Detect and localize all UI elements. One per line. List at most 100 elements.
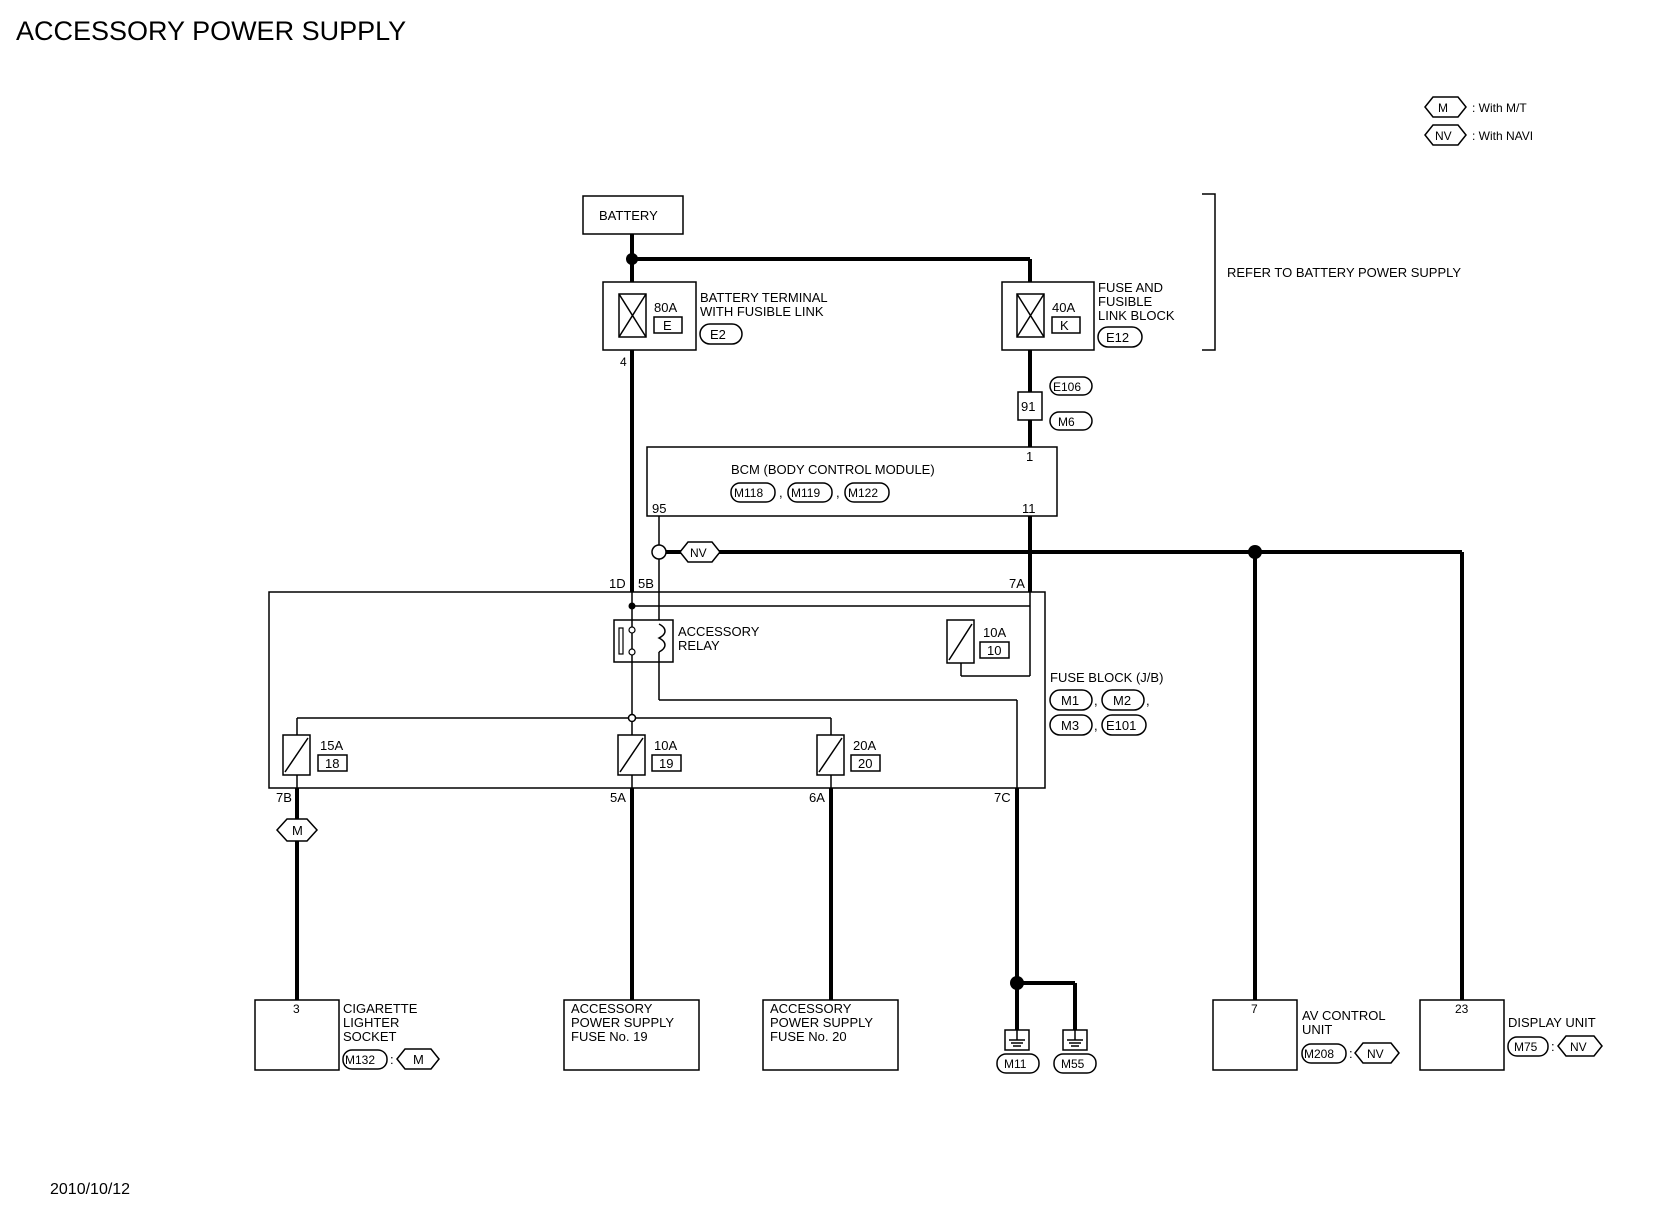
connector-e12: E12 (1106, 330, 1129, 345)
av-control-unit-box (1212, 999, 1298, 1071)
legend: M : With M/T NV : With NAVI (1424, 96, 1533, 146)
fuse-20a-num-box (850, 754, 881, 772)
junction-dot (628, 602, 636, 610)
fusible-link-40a-label2: FUSIBLE (1098, 294, 1153, 309)
power-wires (295, 234, 1464, 1042)
fusible-link-40a-rating: 40A (1052, 300, 1075, 315)
separator: , (1094, 718, 1098, 733)
refer-bracket (1202, 193, 1216, 351)
cigarette-option: M (413, 1052, 424, 1067)
junction-dot (626, 253, 638, 265)
connector-m122-oval (844, 482, 890, 503)
pin-7a: 7A (1009, 576, 1025, 591)
pin-7b: 7B (276, 790, 292, 805)
connector-m1-oval (1049, 689, 1093, 711)
connector-m119: M119 (791, 486, 820, 500)
fuse-10a-19-rating: 10A (654, 738, 677, 753)
cigarette-colon: : (390, 1052, 394, 1067)
separator: , (1146, 693, 1150, 708)
connector-m1: M1 (1061, 693, 1079, 708)
bcm-box (646, 446, 1058, 517)
connector-e106-oval (1049, 376, 1093, 396)
connector-m2: M2 (1113, 693, 1131, 708)
separator: , (779, 485, 783, 500)
display-label: DISPLAY UNIT (1508, 1015, 1596, 1030)
fusible-link-80a: 80A E (602, 281, 697, 351)
bcm-label: BCM (BODY CONTROL MODULE) (731, 462, 935, 477)
connector-m6: M6 (1058, 415, 1075, 429)
fusible-link-80a-label2: WITH FUSIBLE LINK (700, 304, 824, 319)
ground-m55-oval (1053, 1053, 1097, 1074)
av-colon: : (1349, 1046, 1353, 1061)
fusible-link-40a-letter: K (1060, 318, 1069, 333)
connector-e2: E2 (710, 327, 726, 342)
connector-m132: M132 (345, 1053, 375, 1067)
ground-m55-label: M55 (1061, 1057, 1085, 1071)
connector-e106: E106 (1053, 380, 1081, 394)
battery-label: BATTERY (599, 208, 658, 223)
bcm-pin-95: 95 (652, 501, 666, 516)
fuse-15a (282, 734, 311, 776)
av-nv-marker (1354, 1042, 1400, 1064)
junction-dot (1248, 545, 1262, 559)
fuse-10a-top-num-box (979, 641, 1010, 659)
connector-m2-oval (1101, 689, 1145, 711)
acc19-label1: ACCESSORY (571, 1001, 653, 1016)
joint-connector-box (1017, 391, 1043, 421)
legend-nv-code: NV (1435, 129, 1452, 143)
fusible-link-40a-label1: FUSE AND (1098, 280, 1163, 295)
av-label1: AV CONTROL (1302, 1008, 1386, 1023)
fuse-10a-top-num: 10 (987, 643, 1001, 658)
display-unit-box (1419, 999, 1505, 1071)
pin-5b: 5B (638, 576, 654, 591)
legend-m-code: M (1438, 101, 1448, 115)
acc19-label3: FUSE No. 19 (571, 1029, 648, 1044)
connector-m208: M208 (1304, 1047, 1334, 1061)
separator: , (836, 485, 840, 500)
legend-nv-text: : With NAVI (1472, 129, 1533, 143)
acc19-label2: POWER SUPPLY (571, 1015, 674, 1030)
connector-m118: M118 (734, 486, 763, 500)
fuse-10a-19 (617, 734, 646, 776)
cigarette-label1: CIGARETTE (343, 1001, 418, 1016)
cigarette-pin: 3 (293, 1002, 300, 1016)
connector-m6-oval (1049, 411, 1093, 431)
fuse-10a-19-num-box (651, 754, 682, 772)
cigarette-label2: LIGHTER (343, 1015, 399, 1030)
bcm-pin-1: 1 (1026, 449, 1033, 464)
connector-e101: E101 (1106, 718, 1136, 733)
connection-open-circle (651, 544, 667, 560)
junction-dot (1010, 976, 1024, 990)
display-pin: 23 (1455, 1002, 1469, 1016)
fuse-10a-top-rating: 10A (983, 625, 1006, 640)
connector-m75-oval (1507, 1036, 1549, 1057)
fuse-10a-top (946, 619, 975, 664)
pin-5a: 5A (610, 790, 626, 805)
fusible-link-80a-label1: BATTERY TERMINAL (700, 290, 828, 305)
fusible-link-40a: 40A K (1001, 281, 1095, 351)
av-option: NV (1367, 1047, 1384, 1061)
diagram-date: 2010/10/12 (50, 1181, 130, 1198)
av-label2: UNIT (1302, 1022, 1332, 1037)
connector-m3-oval (1049, 714, 1093, 736)
fuse-20a-num: 20 (858, 756, 872, 771)
m-marker-label: M (292, 823, 303, 838)
pin-7c: 7C (994, 790, 1011, 805)
acc20-label1: ACCESSORY (770, 1001, 852, 1016)
connector-e12-oval (1097, 326, 1143, 348)
display-nv-marker (1557, 1035, 1603, 1057)
connector-m122: M122 (848, 486, 878, 500)
fuse-20a (816, 734, 845, 776)
fusible-link-40a-label3: LINK BLOCK (1098, 308, 1175, 323)
fuse-15a-rating: 15A (320, 738, 343, 753)
fusible-link-80a-letter: E (663, 318, 672, 333)
cigarette-label3: SOCKET (343, 1029, 397, 1044)
ground-m11-label: M11 (1004, 1057, 1027, 1071)
acc20-label3: FUSE No. 20 (770, 1029, 847, 1044)
m-option-marker (275, 818, 319, 842)
pin-4: 4 (620, 355, 627, 369)
accessory-fuse-20-box (762, 999, 899, 1071)
accessory-relay (613, 619, 674, 663)
nv-option-marker (679, 541, 721, 563)
